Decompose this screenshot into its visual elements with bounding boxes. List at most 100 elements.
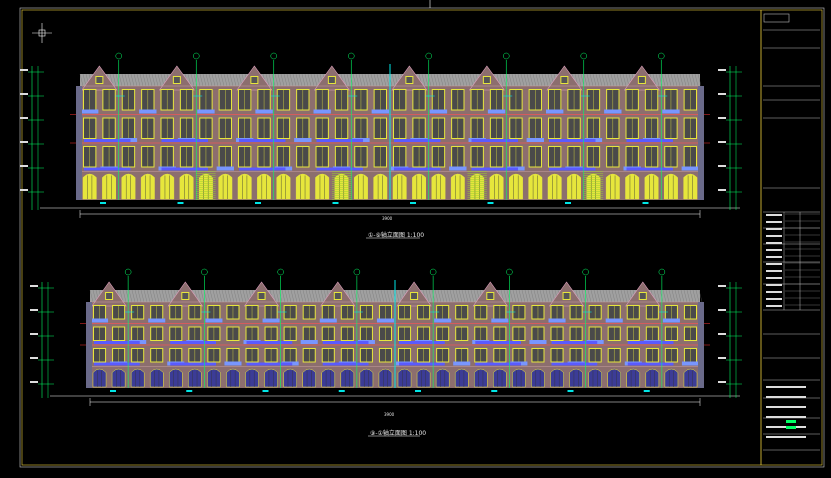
arched-door bbox=[226, 368, 240, 388]
level-label bbox=[20, 165, 28, 167]
arched-door bbox=[321, 368, 336, 388]
balcony bbox=[148, 318, 166, 323]
balcony-band bbox=[239, 139, 286, 142]
arched-door bbox=[607, 368, 621, 388]
balcony bbox=[434, 318, 452, 323]
balcony bbox=[197, 109, 215, 114]
balcony-band bbox=[84, 167, 131, 171]
grid-bubble bbox=[658, 268, 666, 276]
title-logo-box bbox=[763, 13, 790, 23]
arched-door bbox=[397, 368, 412, 388]
grid-bubble bbox=[353, 268, 361, 276]
arched-door bbox=[416, 368, 431, 388]
level-label bbox=[718, 93, 726, 95]
balcony-band bbox=[170, 341, 216, 344]
balcony bbox=[300, 340, 318, 344]
top-elevation bbox=[20, 52, 742, 218]
level-label bbox=[30, 381, 38, 383]
arched-door bbox=[435, 368, 450, 388]
balcony-band bbox=[551, 362, 598, 366]
title-text-line bbox=[766, 396, 806, 398]
balcony-band bbox=[626, 139, 673, 142]
arched-door bbox=[683, 368, 698, 388]
balcony bbox=[376, 318, 394, 323]
balcony bbox=[548, 318, 566, 323]
arched-door bbox=[264, 368, 278, 388]
balcony bbox=[662, 109, 680, 114]
balcony bbox=[487, 109, 506, 114]
title-text-line bbox=[766, 277, 782, 279]
arched-door bbox=[683, 173, 698, 200]
title-text-line bbox=[766, 221, 782, 223]
tag-mark bbox=[177, 202, 184, 204]
level-label bbox=[20, 93, 28, 95]
arched-door bbox=[121, 173, 136, 200]
arched-door bbox=[179, 173, 194, 200]
level-label bbox=[20, 117, 28, 119]
level-label bbox=[30, 309, 38, 311]
balcony bbox=[91, 318, 109, 323]
balcony bbox=[605, 318, 623, 323]
stair-hatch bbox=[196, 171, 216, 200]
arched-door bbox=[664, 173, 678, 200]
stamp-mark bbox=[786, 426, 796, 429]
arched-door bbox=[431, 173, 446, 200]
arched-door bbox=[302, 368, 316, 388]
title-text-line bbox=[766, 242, 782, 244]
balcony-band bbox=[475, 362, 521, 366]
arched-door bbox=[245, 368, 259, 388]
outer-frame bbox=[19, 7, 825, 468]
balcony bbox=[294, 138, 312, 142]
tag-mark bbox=[332, 202, 339, 204]
arched-door bbox=[550, 368, 564, 388]
arched-door bbox=[149, 368, 164, 388]
balcony bbox=[139, 109, 157, 114]
arched-door bbox=[569, 368, 583, 388]
level-label bbox=[718, 189, 726, 191]
arched-door bbox=[354, 173, 368, 200]
balcony-band bbox=[239, 167, 286, 171]
bottom-elevation-caption: ⑨-①轴立面图 1:100 bbox=[370, 430, 427, 437]
level-label bbox=[20, 141, 28, 143]
arched-door bbox=[257, 173, 271, 200]
title-text-line bbox=[766, 228, 782, 230]
arched-door bbox=[378, 368, 393, 388]
arched-door bbox=[392, 173, 407, 200]
title-text-line bbox=[766, 406, 806, 408]
title-text-line bbox=[766, 263, 782, 265]
balcony bbox=[526, 138, 544, 142]
balcony-band bbox=[471, 167, 518, 171]
arched-door bbox=[315, 173, 330, 200]
tag-mark bbox=[567, 390, 574, 392]
grid-bubble bbox=[503, 52, 510, 60]
arched-door bbox=[626, 368, 641, 388]
tag-mark bbox=[565, 202, 571, 204]
grid-bubble bbox=[193, 52, 200, 60]
stair-hatch bbox=[331, 171, 352, 200]
tag-mark bbox=[255, 202, 261, 204]
balcony-band bbox=[161, 139, 208, 142]
end-wall-right bbox=[698, 86, 704, 200]
arched-door bbox=[92, 368, 107, 388]
balcony bbox=[681, 361, 699, 366]
level-label bbox=[718, 165, 726, 167]
arched-door bbox=[160, 173, 175, 200]
balcony bbox=[319, 318, 337, 323]
balcony bbox=[224, 361, 242, 366]
balcony bbox=[529, 340, 547, 344]
balcony-band bbox=[316, 167, 363, 171]
level-label bbox=[718, 381, 726, 383]
arched-door bbox=[493, 368, 507, 388]
balcony bbox=[449, 166, 467, 171]
grid-bubble bbox=[201, 268, 208, 276]
grid-bubble bbox=[348, 52, 355, 60]
arched-door bbox=[474, 368, 488, 388]
balcony-band bbox=[94, 341, 140, 344]
arched-door bbox=[531, 368, 545, 388]
grid-bubble bbox=[270, 52, 277, 60]
arched-door bbox=[645, 368, 660, 388]
balcony bbox=[604, 109, 622, 114]
balcony bbox=[681, 166, 699, 171]
balcony-band bbox=[394, 167, 441, 171]
